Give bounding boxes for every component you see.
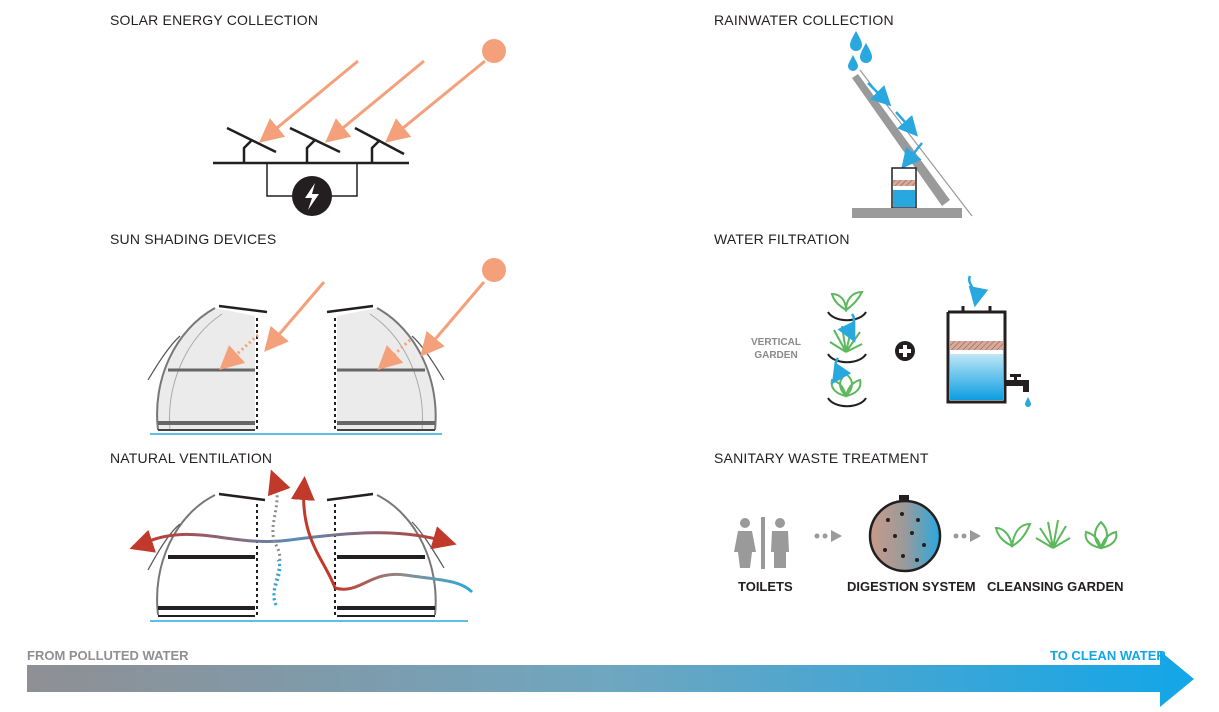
building-shell-left — [147, 304, 268, 431]
heading-solar-energy-collection: SOLAR ENERGY COLLECTION — [110, 12, 319, 28]
plant-icon — [830, 290, 864, 312]
sun-icon — [482, 258, 506, 282]
sun-ray-dotted-arrow — [219, 333, 260, 371]
shading-diagram — [147, 258, 506, 435]
grass-icon — [1035, 519, 1071, 549]
ground-base — [852, 208, 962, 218]
collector-roof — [852, 74, 950, 206]
vertical-garden-label: VERTICAL GARDEN — [745, 336, 807, 362]
ventilation-diagram — [129, 469, 474, 622]
from-polluted-water-label: FROM POLLUTED WATER — [27, 648, 189, 663]
water-flow-arrow — [831, 357, 852, 385]
gradient-progress-arrow — [27, 651, 1194, 707]
solar-diagram — [213, 39, 506, 216]
building-shell-right — [326, 304, 445, 431]
solar-panel — [226, 126, 277, 163]
heading-natural-ventilation: NATURAL VENTILATION — [110, 450, 273, 466]
sanitary-diagram — [734, 495, 1118, 573]
vertical-garden-line2: GARDEN — [754, 350, 798, 361]
heading-sun-shading-devices: SUN SHADING DEVICES — [110, 231, 277, 247]
sediment-dots — [883, 512, 926, 562]
stack-airflow-arrow — [290, 476, 337, 589]
solar-panel — [354, 126, 405, 163]
water-flow-arrow — [967, 275, 989, 308]
heading-rainwater-collection: RAINWATER COLLECTION — [714, 12, 894, 28]
dotted-airflow-lower — [272, 559, 282, 606]
raindrop-icon — [860, 43, 872, 63]
toilet-people-icon — [734, 517, 789, 569]
raindrop-icon — [848, 55, 858, 71]
heading-sanitary-waste-treatment: SANITARY WASTE TREATMENT — [714, 450, 929, 466]
dotted-arrow-icon — [953, 530, 981, 542]
digestion-tank — [868, 499, 942, 573]
airflow-arrow-left-head — [129, 529, 157, 553]
filtration-diagram — [827, 275, 1031, 408]
sun-ray-arrow — [420, 281, 486, 357]
vertical-garden-line1: VERTICAL — [751, 337, 801, 348]
raindrop-icon — [850, 31, 862, 51]
to-clean-water-label: TO CLEAN WATER — [1050, 648, 1166, 663]
sun-ray-arrow — [264, 281, 326, 352]
lightning-bolt-icon — [305, 183, 319, 210]
sun-icon — [482, 39, 506, 63]
sun-ray-arrow — [325, 59, 425, 143]
lotus-icon — [1084, 520, 1118, 550]
water-flow-arrow — [837, 313, 856, 343]
water-flow-arrow — [867, 82, 892, 107]
toilets-label: TOILETS — [738, 579, 793, 594]
sun-ray-dotted-arrow — [377, 338, 412, 371]
building-shell-left — [147, 492, 266, 617]
building-shell-right — [326, 492, 445, 617]
plant-icon — [829, 325, 863, 353]
heading-water-filtration: WATER FILTRATION — [714, 231, 850, 247]
planter-pot — [827, 397, 867, 408]
sun-ray-arrow — [259, 59, 359, 143]
planter-pot — [827, 311, 867, 322]
cleansing-garden-label: CLEANSING GARDEN — [987, 579, 1124, 594]
sun-ray-arrow — [385, 59, 486, 143]
rainwater-diagram — [848, 31, 973, 218]
dotted-arrow-icon — [814, 530, 842, 542]
dotted-airflow-arrow — [267, 469, 291, 606]
solar-panel — [289, 126, 341, 163]
airflow-curve — [334, 572, 474, 594]
airflow-arrow — [139, 526, 457, 550]
planter-pot — [827, 353, 867, 364]
digestion-system-label: DIGESTION SYSTEM — [847, 579, 976, 594]
plant-icon — [994, 522, 1032, 548]
water-flow-arrow — [895, 111, 919, 137]
faucet-icon — [1005, 374, 1031, 407]
water-flow-arrow — [901, 142, 923, 169]
